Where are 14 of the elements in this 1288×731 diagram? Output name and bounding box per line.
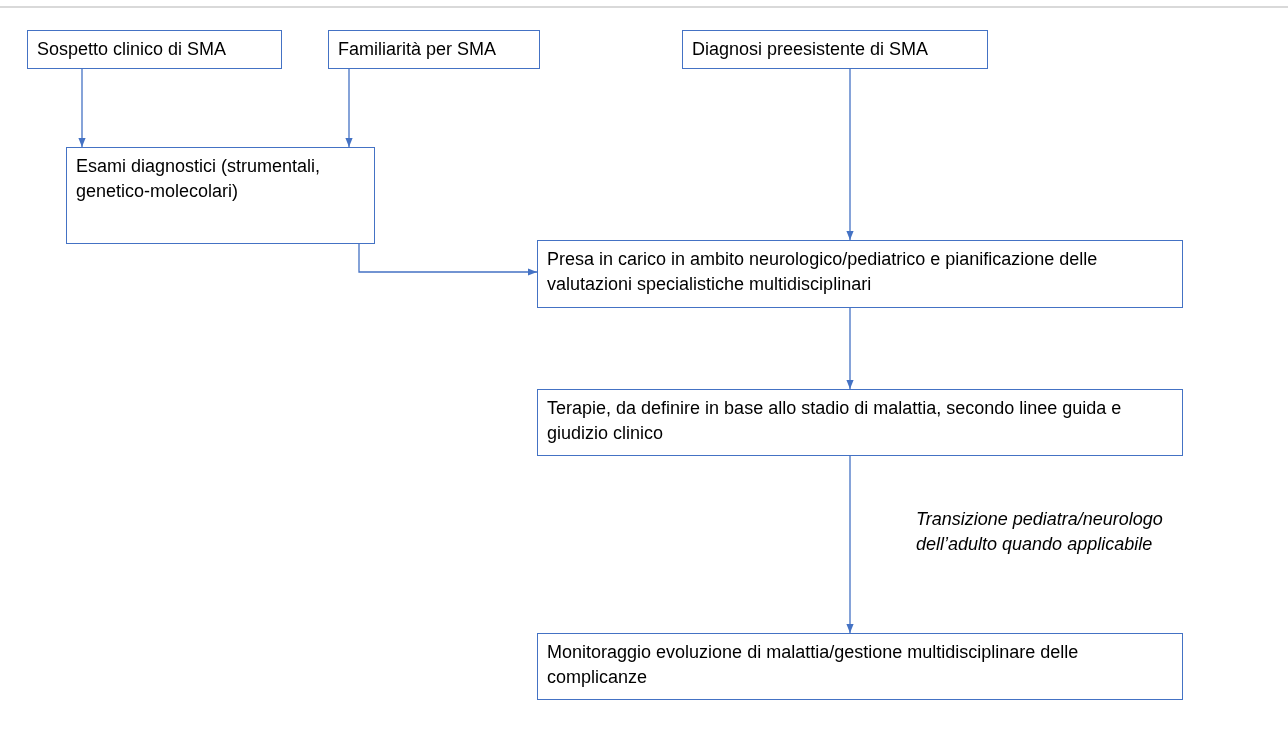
process-box: Esami diagnostici (strumentali, genetico-molecolari) xyxy=(66,147,375,244)
arrow xyxy=(846,455,854,634)
process-box: Diagnosi preesistente di SMA xyxy=(682,30,988,69)
process-box: Sospetto clinico di SMA xyxy=(27,30,282,69)
process-box: Presa in carico in ambito neurologico/pediatrico e pianificazione delle valutazioni specialistiche multidisciplinari xyxy=(537,240,1183,308)
arrow xyxy=(846,307,854,390)
edge-label: Transizione pediatra/neurologo dell’adulto quando applicabile xyxy=(916,507,1164,556)
arrow xyxy=(846,67,854,241)
arrow xyxy=(358,243,538,276)
process-box: Terapie, da definire in base allo stadio di malattia, secondo linee guida e giudizio clinico xyxy=(537,389,1183,456)
arrow xyxy=(345,67,353,148)
process-box: Familiarità per SMA xyxy=(328,30,540,69)
arrow xyxy=(78,67,86,148)
process-box: Monitoraggio evoluzione di malattia/gestione multidisciplinare delle complicanze xyxy=(537,633,1183,700)
